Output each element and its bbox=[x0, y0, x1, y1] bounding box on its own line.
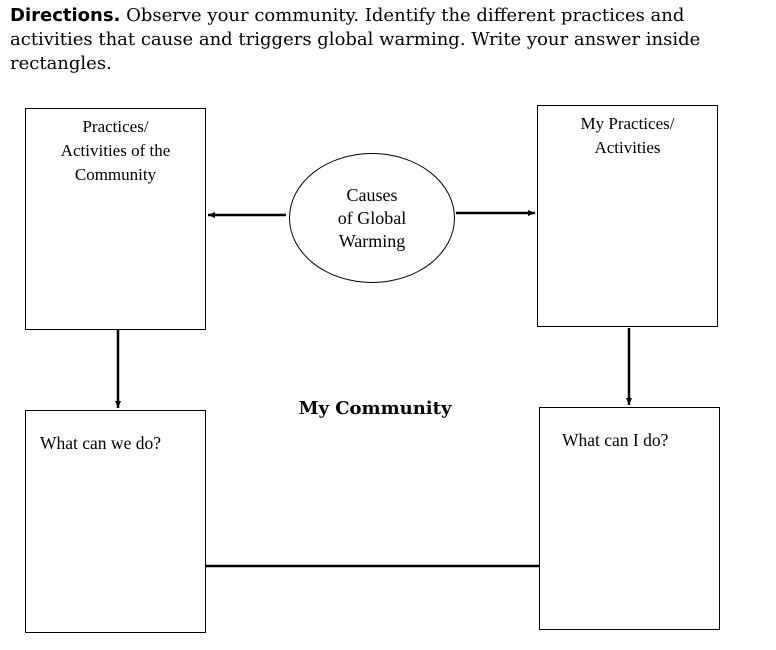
community-practices-label: Practices/ Activities of the Community bbox=[60, 117, 171, 184]
directions-lead: Directions. bbox=[10, 5, 121, 26]
what-can-i-do-box[interactable]: What can I do? bbox=[539, 407, 720, 630]
causes-label: Causes of Global Warming bbox=[337, 184, 407, 251]
center-title: My Community bbox=[298, 398, 452, 419]
directions-body: Observe your community. Identify the dif… bbox=[10, 5, 701, 74]
directions-text: Directions. Observe your community. Iden… bbox=[10, 4, 770, 76]
my-practices-box[interactable]: My Practices/ Activities bbox=[537, 105, 718, 327]
what-can-we-do-label: What can we do? bbox=[40, 433, 161, 453]
community-practices-box[interactable]: Practices/ Activities of the Community bbox=[25, 108, 206, 330]
my-practices-label: My Practices/ Activities bbox=[580, 114, 675, 157]
what-can-i-do-label: What can I do? bbox=[562, 430, 669, 450]
causes-ellipse: Causes of Global Warming bbox=[289, 153, 455, 283]
what-can-we-do-box[interactable]: What can we do? bbox=[25, 410, 206, 633]
